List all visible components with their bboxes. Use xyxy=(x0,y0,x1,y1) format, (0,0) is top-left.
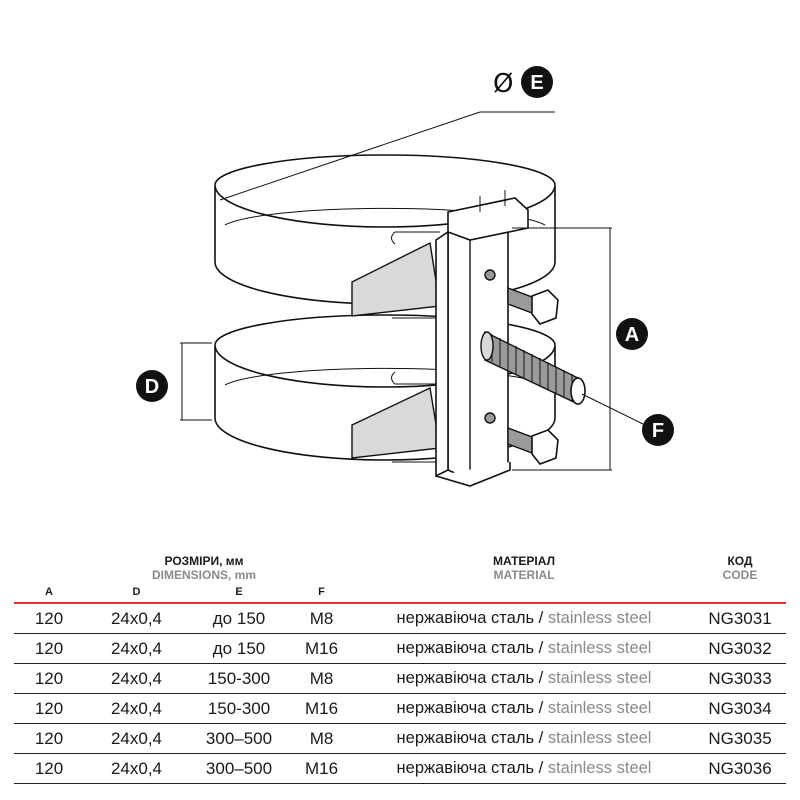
material-ua: нержавіюча сталь xyxy=(396,699,535,717)
material-separator: / xyxy=(534,669,548,687)
material-en: stainless steel xyxy=(547,669,652,687)
column-header-e: E xyxy=(189,582,289,604)
material-header-ua: МАТЕРІАЛ xyxy=(493,554,555,568)
cell-material: нержавіюча сталь / stainless steel xyxy=(354,663,695,694)
cell-material: нержавіюча сталь / stainless steel xyxy=(354,723,695,754)
callout-e-label: E xyxy=(530,72,543,94)
cell-d: 24x0,4 xyxy=(84,663,189,694)
material-ua: нержавіюча сталь xyxy=(396,669,535,687)
cell-d: 24x0,4 xyxy=(84,753,189,784)
dimension-a: A xyxy=(512,227,648,471)
lower-hole xyxy=(484,412,496,424)
cell-a: 120 xyxy=(14,603,84,634)
cell-f: M8 xyxy=(289,603,355,634)
cell-f: M8 xyxy=(289,723,355,754)
column-header-a: A xyxy=(14,582,84,604)
material-ua: нержавіюча сталь xyxy=(396,729,535,747)
clamp-drawing: Ø E xyxy=(136,66,674,487)
cell-f: M16 xyxy=(289,633,355,664)
material-en: stainless steel xyxy=(547,699,652,717)
cell-code: NG3036 xyxy=(694,753,787,784)
column-header-d: D xyxy=(84,582,189,604)
cell-material: нержавіюча сталь / stainless steel xyxy=(354,753,695,784)
dimensions-header-en: DIMENSIONS, mm xyxy=(152,568,257,582)
cell-code: NG3032 xyxy=(694,633,787,664)
material-en: stainless steel xyxy=(547,759,652,777)
cell-code: NG3035 xyxy=(694,723,787,754)
material-ua: нержавіюча сталь xyxy=(396,759,535,777)
upper-small-bolt xyxy=(507,286,559,325)
cell-material: нержавіюча сталь / stainless steel xyxy=(354,693,695,724)
center-channel xyxy=(435,190,529,487)
cell-a: 120 xyxy=(14,723,84,754)
callout-d-label: D xyxy=(145,376,159,398)
material-header-en: MATERIAL xyxy=(493,568,555,582)
callout-a xyxy=(616,318,648,350)
diameter-symbol: Ø xyxy=(493,69,513,99)
material-ua: нержавіюча сталь xyxy=(396,639,535,657)
callout-e xyxy=(521,66,553,98)
callout-f-label: F xyxy=(652,420,664,442)
material-separator: / xyxy=(534,729,548,747)
cell-code: NG3034 xyxy=(694,693,787,724)
cell-e: 150-300 xyxy=(189,663,289,694)
cell-d: 24x0,4 xyxy=(84,603,189,634)
cell-a: 120 xyxy=(14,693,84,724)
dimension-f: F xyxy=(581,393,674,446)
lower-small-bolt xyxy=(507,426,559,465)
material-header: МАТЕРІАЛ MATERIAL xyxy=(354,548,694,582)
upper-hole xyxy=(484,269,496,281)
cell-a: 120 xyxy=(14,753,84,784)
dimensions-header-ua: РОЗМІРИ, мм xyxy=(164,554,244,568)
cell-d: 24x0,4 xyxy=(84,633,189,664)
code-header-ua: КОД xyxy=(727,554,753,568)
cell-d: 24x0,4 xyxy=(84,723,189,754)
callout-a-label: A xyxy=(625,324,639,346)
cell-e: 300–500 xyxy=(189,723,289,754)
callout-d xyxy=(136,370,168,402)
cell-code: NG3031 xyxy=(694,603,787,634)
material-separator: / xyxy=(534,639,548,657)
cell-code: NG3033 xyxy=(694,663,787,694)
material-ua: нержавіюча сталь xyxy=(396,609,535,627)
column-header-material-spacer xyxy=(354,582,695,604)
material-en: stainless steel xyxy=(547,609,652,627)
material-separator: / xyxy=(534,759,548,777)
dimension-d: D xyxy=(136,342,212,421)
cell-d: 24x0,4 xyxy=(84,693,189,724)
cell-f: M16 xyxy=(289,753,355,784)
material-en: stainless steel xyxy=(547,729,652,747)
main-stud xyxy=(480,330,586,406)
callout-f xyxy=(642,414,674,446)
cell-f: M8 xyxy=(289,663,355,694)
material-separator: / xyxy=(534,609,548,627)
diameter-e-dimension: Ø E xyxy=(219,66,555,201)
spec-table: РОЗМІРИ, мм DIMENSIONS, mm МАТЕРІАЛ MATE… xyxy=(14,548,787,784)
cell-material: нержавіюча сталь / stainless steel xyxy=(354,603,695,634)
cell-f: M16 xyxy=(289,693,355,724)
dimensions-header: РОЗМІРИ, мм DIMENSIONS, mm xyxy=(14,548,354,582)
cell-e: 300–500 xyxy=(189,753,289,784)
material-en: stainless steel xyxy=(547,639,652,657)
cell-a: 120 xyxy=(14,663,84,694)
cell-a: 120 xyxy=(14,633,84,664)
material-separator: / xyxy=(534,699,548,717)
cell-e: 150-300 xyxy=(189,693,289,724)
code-header: КОД CODE xyxy=(694,548,786,582)
cell-material: нержавіюча сталь / stainless steel xyxy=(354,633,695,664)
cell-e: до 150 xyxy=(189,633,289,664)
code-header-en: CODE xyxy=(722,568,758,582)
cell-e: до 150 xyxy=(189,603,289,634)
column-header-f: F xyxy=(289,582,355,604)
column-header-code-spacer xyxy=(694,582,787,604)
